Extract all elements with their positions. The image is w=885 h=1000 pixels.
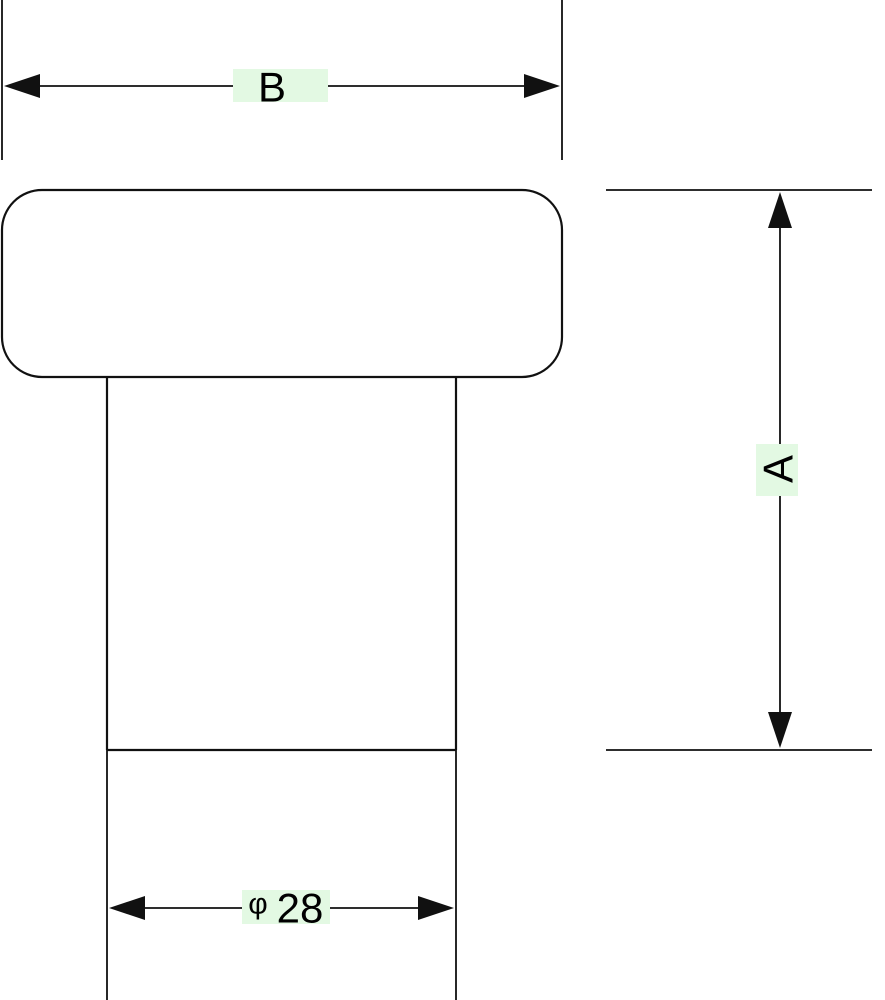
dimension-b: B (1, 0, 563, 160)
arrow-d-right-icon (418, 896, 454, 920)
arrow-b-left-icon (4, 74, 40, 98)
label-a-background (756, 444, 798, 496)
label-diameter-symbol: φ (248, 888, 267, 921)
label-b-background (233, 69, 328, 102)
label-b: B (258, 64, 286, 111)
label-diameter-background (242, 890, 330, 924)
arrow-a-bottom-icon (768, 712, 792, 748)
arrow-d-left-icon (109, 896, 145, 920)
knob-head-outline (0, 188, 564, 379)
label-a: A (755, 455, 802, 483)
arrow-a-top-icon (768, 192, 792, 228)
dimension-diameter: φ 28 (106, 750, 457, 1000)
arrow-b-right-icon (524, 74, 560, 98)
knob-stem-outline (105, 377, 458, 752)
dimension-a: A (606, 189, 872, 751)
label-diameter-value: 28 (277, 885, 324, 932)
